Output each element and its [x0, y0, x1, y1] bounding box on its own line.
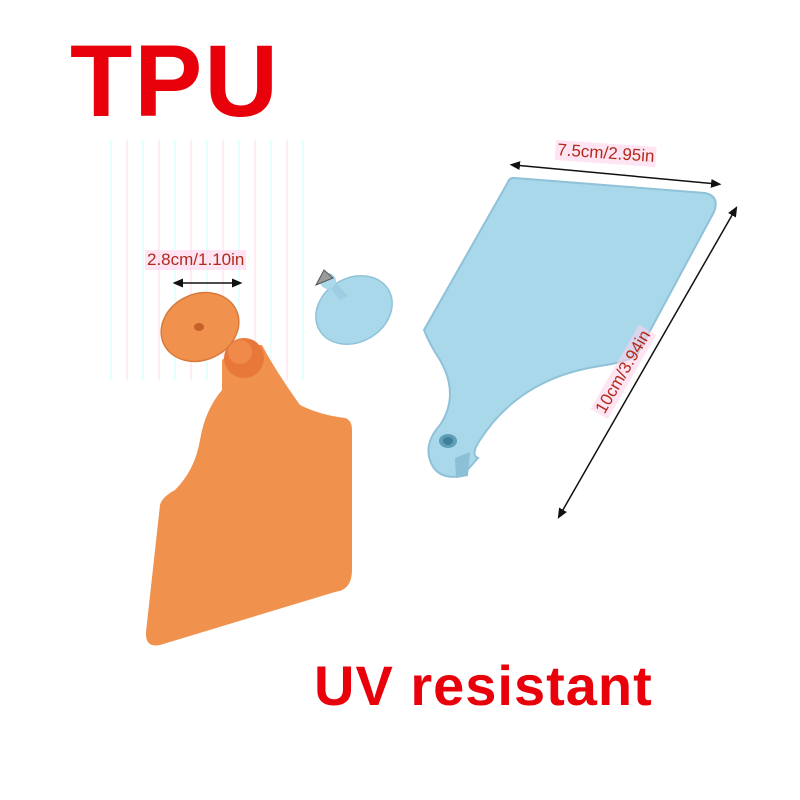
blue-stud [314, 269, 393, 345]
stud-diameter-label: 2.8cm/1.10in [145, 250, 247, 270]
material-title: TPU [70, 24, 280, 138]
tag-height-arrow [557, 206, 738, 519]
orange-ear-tag [145, 291, 352, 646]
tag-width-arrow [509, 161, 722, 188]
blue-ear-tag [422, 176, 717, 478]
uv-resistant-tagline: UV resistant [314, 654, 653, 717]
